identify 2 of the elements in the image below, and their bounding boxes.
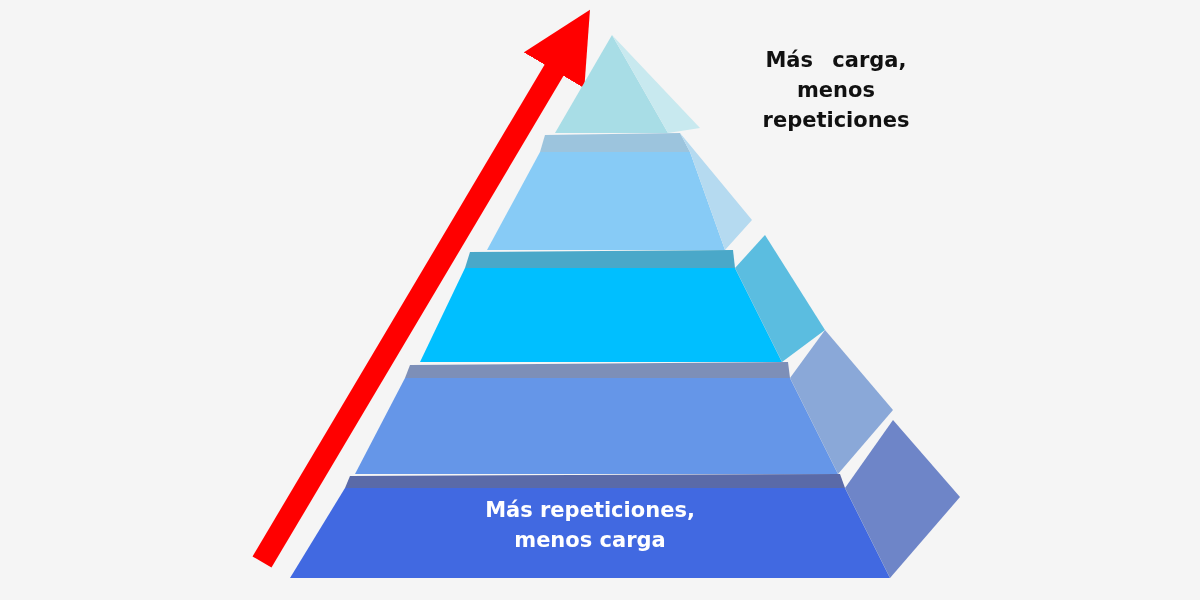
layer-label: Más repeticiones, menos carga — [484, 497, 696, 554]
caption-text: Más carga, menos repeticiones — [761, 47, 911, 134]
